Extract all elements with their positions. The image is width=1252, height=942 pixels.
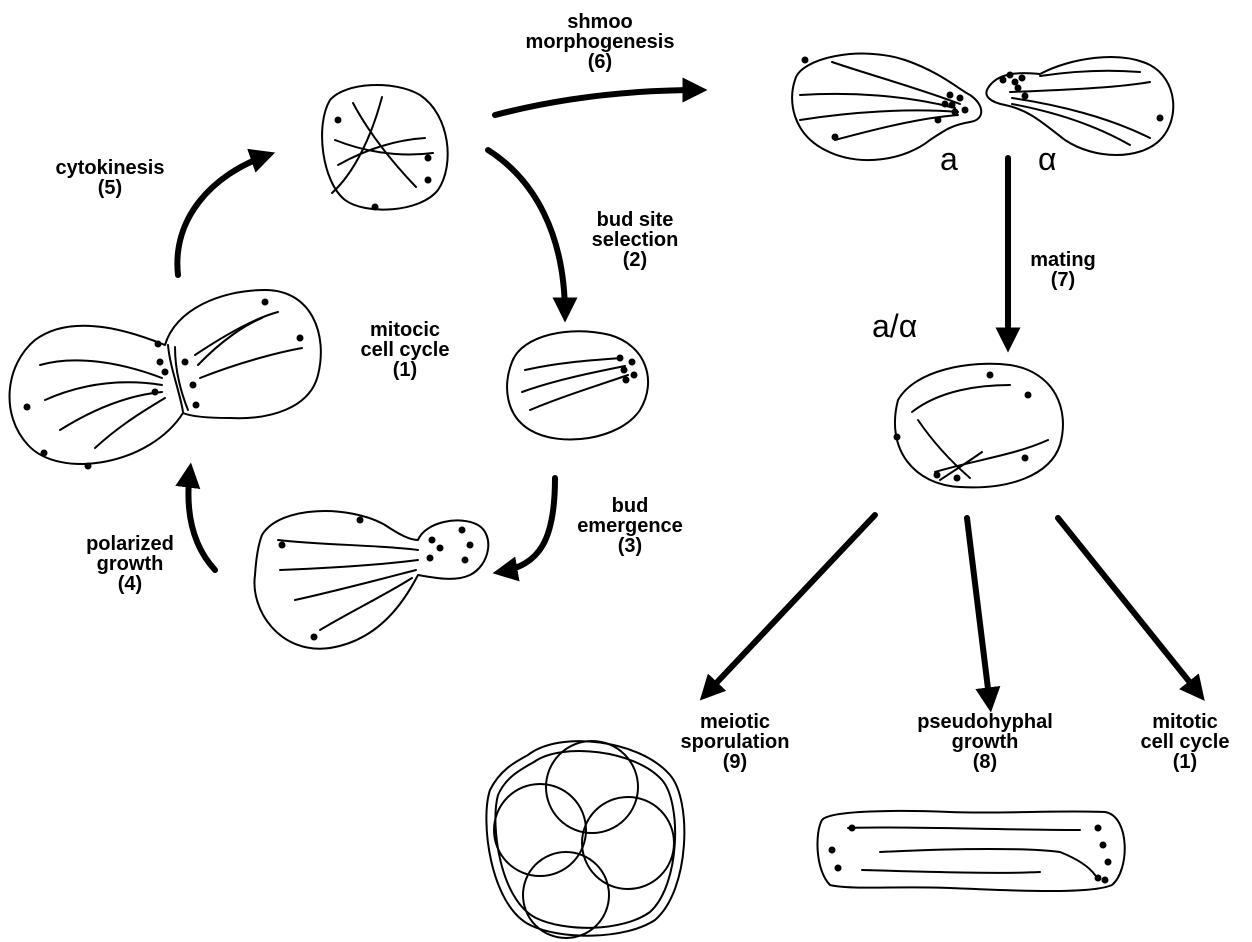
label-mitocic-number: (1) [340, 360, 470, 380]
label-bud-emergence-line1: bud [568, 496, 692, 516]
unbudded-cell-top [322, 85, 448, 210]
label-mating-line1: mating [1018, 250, 1108, 270]
label-mitocic-line2: cell cycle [340, 340, 470, 360]
label-polarized-line2: growth [60, 554, 200, 574]
label-shmoo-line2: morphogenesis [520, 32, 680, 52]
arrow-shmoo-morphogenesis [495, 90, 700, 115]
label-polarized-growth: polarized growth (4) [60, 534, 200, 594]
arrow-cytokinesis [177, 155, 268, 275]
arrow-bud-emergence [500, 478, 555, 572]
label-mitotic-line2: cell cycle [1120, 732, 1250, 752]
label-mitotic-cell-cycle: mitotic cell cycle (1) [1120, 712, 1250, 772]
ascus-tetrad [486, 741, 684, 938]
label-pseudohyphal-line1: pseudohyphal [890, 712, 1080, 732]
label-meiotic-number: (9) [660, 752, 810, 772]
label-cytokinesis-number: (5) [30, 178, 190, 198]
label-mitotic-number: (1) [1120, 752, 1250, 772]
label-pseudohyphal-growth: pseudohyphal growth (8) [890, 712, 1080, 772]
arrow-pseudohyphal-growth [967, 518, 990, 705]
arrow-mitotic-cell-cycle [1058, 518, 1200, 695]
pseudohyphal-cell [817, 811, 1124, 891]
label-mitocic-cell-cycle: mitocic cell cycle (1) [340, 320, 470, 380]
mating-type-a-label: a [940, 143, 958, 175]
label-mating-number: (7) [1018, 270, 1108, 290]
label-polarized-number: (4) [60, 574, 200, 594]
budding-cell [254, 511, 488, 649]
arrow-meiotic-sporulation [705, 515, 875, 695]
diploid-cell [895, 364, 1063, 488]
label-bud-emergence-line2: emergence [568, 516, 692, 536]
label-bud-emergence-number: (3) [568, 536, 692, 556]
dividing-cell [10, 290, 321, 464]
label-meiotic-line2: sporulation [660, 732, 810, 752]
label-bud-site-selection: bud site selection (2) [570, 210, 700, 270]
label-polarized-line1: polarized [60, 534, 200, 554]
label-shmoo-morphogenesis: shmoo morphogenesis (6) [520, 12, 680, 72]
mating-type-alpha-label: α [1038, 143, 1057, 175]
label-pseudohyphal-line2: growth [890, 732, 1080, 752]
label-meiotic-sporulation: meiotic sporulation (9) [660, 712, 810, 772]
diploid-type-label: a/α [872, 310, 917, 342]
label-pseudohyphal-number: (8) [890, 752, 1080, 772]
bud-site-cell [507, 331, 648, 439]
label-mitocic-line1: mitocic [340, 320, 470, 340]
label-mating: mating (7) [1018, 250, 1108, 290]
arrow-bud-site-selection [488, 150, 565, 315]
label-cytokinesis-line1: cytokinesis [30, 158, 190, 178]
label-bud-site-line1: bud site [570, 210, 700, 230]
shmoo-cell-alpha [986, 57, 1173, 155]
label-meiotic-line1: meiotic [660, 712, 810, 732]
label-bud-site-number: (2) [570, 250, 700, 270]
label-mitotic-line1: mitotic [1120, 712, 1250, 732]
label-bud-emergence: bud emergence (3) [568, 496, 692, 556]
label-bud-site-line2: selection [570, 230, 700, 250]
label-shmoo-number: (6) [520, 52, 680, 72]
label-cytokinesis: cytokinesis (5) [30, 158, 190, 198]
label-shmoo-line1: shmoo [520, 12, 680, 32]
